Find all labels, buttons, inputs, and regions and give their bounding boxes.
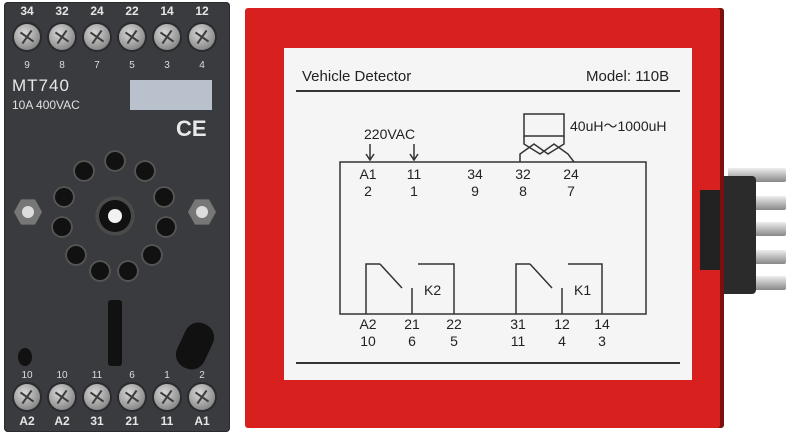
diagram-bottom-term: 21: [404, 316, 420, 332]
bottom-terminal-label: A1: [194, 414, 210, 428]
pin-hole: [134, 160, 156, 182]
loop-inductance-label: 40uH～1000uH: [570, 118, 667, 134]
detector-faceplate: [284, 48, 692, 380]
diagram-top-term: 24: [563, 166, 579, 182]
pin-hole: [73, 160, 95, 182]
diagram-bottom-pin: 3: [598, 333, 606, 349]
pin-hole: [141, 244, 163, 266]
pin-hole: [53, 186, 75, 208]
socket-model: MT740: [12, 76, 70, 95]
detector-title: Vehicle Detector: [302, 68, 412, 85]
ce-mark: CE: [176, 116, 207, 141]
bottom-terminal-label: A2: [54, 414, 70, 428]
bottom-terminal-label: A2: [19, 414, 35, 428]
relay-k2-label: K2: [424, 282, 442, 298]
terminal-screw-icon: [49, 24, 75, 50]
footer-rule: [296, 362, 680, 364]
label-sticker: [130, 80, 212, 110]
pin-hole: [104, 150, 126, 172]
center-key-hole: [95, 196, 135, 236]
detector-model: Model: 110B: [586, 68, 670, 85]
pin-hole: [89, 260, 111, 282]
diagram-bottom-term: A2: [359, 316, 377, 332]
terminal-screw-icon: [154, 384, 180, 410]
top-pin-number: 8: [59, 60, 65, 71]
top-terminal-label: 22: [125, 4, 139, 18]
diagram-bottom-term: 12: [554, 316, 570, 332]
plug-base: [718, 176, 756, 294]
pin-hole: [153, 186, 175, 208]
wiring-diagram: [339, 113, 647, 315]
diagram-bottom-pin: 5: [450, 333, 458, 349]
diagram-top-term: A1: [359, 166, 377, 182]
top-terminal-label: 12: [195, 4, 209, 18]
terminal-screw-icon: [189, 24, 215, 50]
side-latch: [700, 190, 720, 270]
diagram-bottom-pin: 6: [408, 333, 416, 349]
terminal-screw-icon: [84, 24, 110, 50]
diagram-bottom-pin: 10: [360, 333, 376, 349]
bottom-pin-number: 10: [21, 370, 33, 381]
top-terminal-label: 24: [90, 4, 104, 18]
header-rule: [296, 90, 680, 92]
top-terminal-label: 32: [55, 4, 69, 18]
octal-socket-receptacle: [45, 150, 185, 290]
top-pin-number: 5: [129, 60, 135, 71]
terminal-screw-icon: [49, 384, 75, 410]
top-terminal-label: 34: [20, 4, 34, 18]
pin-hole: [51, 216, 73, 238]
indicator-hole: [18, 348, 32, 366]
clip-slot: [108, 300, 122, 366]
diagram-bottom-term: 22: [446, 316, 462, 332]
terminal-screw-icon: [154, 24, 180, 50]
terminal-screw-icon: [14, 384, 40, 410]
top-pin-number: 9: [24, 60, 30, 71]
mounting-nut-icon: [188, 199, 216, 225]
bottom-pin-number: 6: [129, 370, 135, 381]
top-terminal-label: 14: [160, 4, 174, 18]
diagram-bottom-pin: 11: [510, 333, 526, 349]
diagram-bottom-term: 14: [594, 316, 610, 332]
pin-hole: [117, 260, 139, 282]
terminal-screw-icon: [189, 384, 215, 410]
mounting-nut-icon: [14, 199, 42, 225]
top-pin-number: 4: [199, 60, 205, 71]
pin-hole: [155, 216, 177, 238]
diagram-top-pin: 9: [471, 183, 479, 199]
diagram-top-term: 34: [467, 166, 483, 182]
diagram-top-term: 32: [515, 166, 531, 182]
pin-hole: [65, 244, 87, 266]
terminal-screw-icon: [14, 24, 40, 50]
diagram-top-term: 11: [406, 166, 422, 182]
relay-k1-label: K1: [574, 282, 592, 298]
top-pin-number: 7: [94, 60, 100, 71]
top-pin-number: 3: [164, 60, 170, 71]
bottom-terminal-label: 21: [125, 414, 139, 428]
terminal-screw-icon: [119, 384, 145, 410]
bottom-terminal-label: 31: [90, 414, 104, 428]
socket-rating: 10A 400VAC: [12, 98, 80, 112]
diagram-top-pin: 2: [364, 183, 372, 199]
diagram-bottom-term: 31: [510, 316, 526, 332]
diagram-top-pin: 7: [567, 183, 575, 199]
terminal-screw-icon: [84, 384, 110, 410]
bottom-terminal-label: 11: [160, 414, 174, 428]
bottom-pin-number: 11: [91, 370, 103, 381]
bottom-pin-number: 2: [199, 370, 205, 381]
diagram-top-pin: 1: [410, 183, 418, 199]
diagram-top-pin: 8: [519, 183, 527, 199]
supply-voltage-label: 220VAC: [364, 126, 416, 142]
diagram-bottom-pin: 4: [558, 333, 566, 349]
bottom-pin-number: 10: [56, 370, 68, 381]
terminal-screw-icon: [119, 24, 145, 50]
bottom-pin-number: 1: [164, 370, 170, 381]
